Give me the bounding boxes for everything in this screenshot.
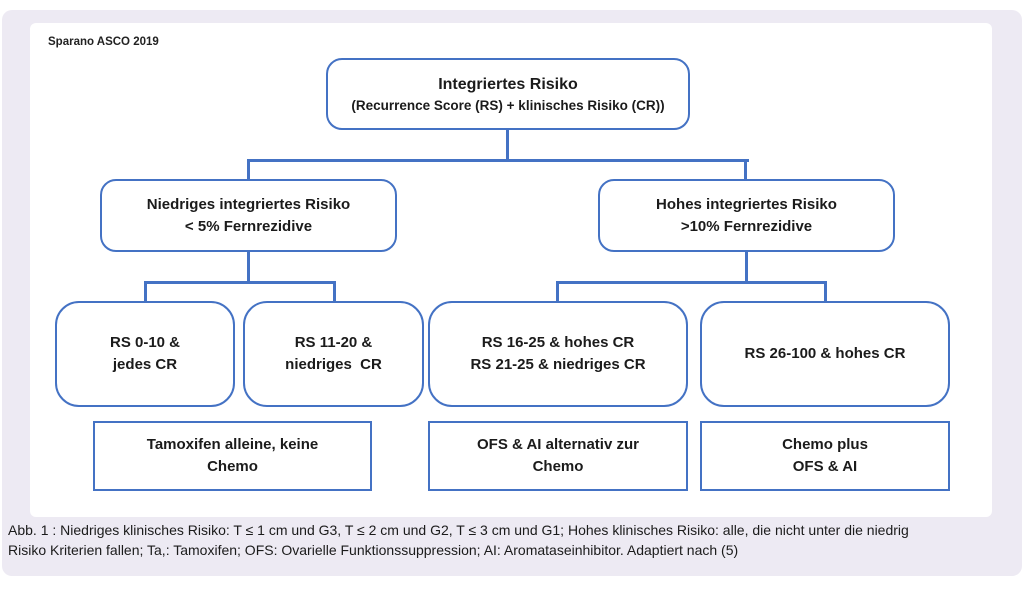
node-integrated-risk: Integriertes Risiko (Recurrence Score (R…	[326, 58, 690, 130]
node-line2: Chemo	[207, 458, 258, 475]
connector-split-horizontal	[247, 159, 749, 162]
connector-root-vertical	[506, 130, 509, 161]
node-line1: Tamoxifen alleine, keine	[146, 436, 319, 453]
node-title: Niedriges integriertes Risiko	[146, 195, 351, 213]
node-treatment-chemo-plus-ofs-ai: Chemo plus OFS & AI	[700, 421, 950, 491]
connector-low-stub-right	[333, 281, 336, 302]
connector-high-stub-right	[824, 281, 827, 302]
node-rs-11-20: RS 11-20 & niedriges CR	[243, 301, 424, 407]
node-line2: OFS & AI	[792, 458, 858, 475]
connector-high-stub-left	[556, 281, 559, 302]
figure-caption: Abb. 1 : Niedriges klinisches Risiko: T …	[8, 520, 1018, 560]
connector-split-right-stub	[744, 159, 747, 180]
node-line1: RS 16-25 & hohes CR	[481, 334, 635, 351]
node-subtitle: < 5% Fernrezidive	[184, 217, 313, 235]
node-line2: RS 21-25 & niedriges CR	[470, 356, 646, 373]
node-high-integrated-risk: Hohes integriertes Risiko >10% Fernrezid…	[598, 179, 895, 252]
node-low-integrated-risk: Niedriges integriertes Risiko < 5% Fernr…	[100, 179, 397, 252]
connector-low-vertical	[247, 252, 250, 283]
source-label: Sparano ASCO 2019	[48, 36, 159, 48]
connector-low-stub-left	[144, 281, 147, 302]
node-treatment-ofs-ai-alternative: OFS & AI alternativ zur Chemo	[428, 421, 688, 491]
node-rs-16-25: RS 16-25 & hohes CR RS 21-25 & niedriges…	[428, 301, 688, 407]
node-line1: RS 26-100 & hohes CR	[744, 345, 906, 362]
connector-high-horizontal	[556, 281, 827, 284]
connector-split-left-stub	[247, 159, 250, 180]
node-rs-26-100: RS 26-100 & hohes CR	[700, 301, 950, 407]
node-line1: Chemo plus	[782, 436, 868, 453]
node-subtitle: (Recurrence Score (RS) + klinisches Risi…	[351, 97, 665, 113]
node-treatment-tamoxifen: Tamoxifen alleine, keine Chemo	[93, 421, 372, 491]
figure-caption-line2: Risiko Kriterien fallen; Ta,: Tamoxifen;…	[8, 542, 739, 558]
node-line1: OFS & AI alternativ zur	[477, 436, 639, 453]
node-title: Integriertes Risiko	[438, 75, 578, 93]
figure-caption-line1: Abb. 1 : Niedriges klinisches Risiko: T …	[8, 522, 909, 538]
node-line2: niedriges CR	[285, 356, 382, 373]
node-rs-0-10: RS 0-10 & jedes CR	[55, 301, 235, 407]
node-subtitle: >10% Fernrezidive	[680, 217, 813, 235]
node-line1: RS 11-20 &	[294, 334, 373, 351]
connector-low-horizontal	[144, 281, 336, 284]
node-title: Hohes integriertes Risiko	[656, 195, 837, 213]
node-line1: RS 0-10 &	[109, 334, 181, 351]
node-line2: jedes CR	[112, 356, 178, 373]
connector-high-vertical	[745, 252, 748, 283]
node-line2: Chemo	[532, 458, 584, 475]
